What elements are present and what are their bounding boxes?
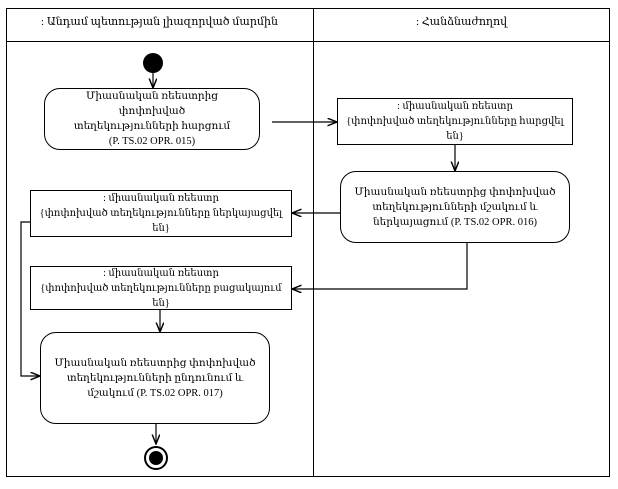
lane-title-commission: : Հանձնաժողով bbox=[415, 16, 508, 28]
lane-header-divider bbox=[6, 41, 610, 42]
initial-node bbox=[143, 53, 163, 73]
activity-node-opr-015[interactable]: Միասնական ռեեստրից փոփոխված տեղեկություն… bbox=[44, 88, 260, 150]
final-node bbox=[144, 446, 168, 470]
lane-title-member-state: : Անդամ պետության լիազորված մարմին bbox=[41, 16, 278, 28]
object-node-information-absent-label: : միասնական ռեեստր {փոփոխված տեղեկությու… bbox=[40, 267, 282, 309]
object-node-information-requested-label: : միասնական ռեեստր {փոփոխված տեղեկությու… bbox=[346, 101, 564, 142]
object-node-information-requested[interactable]: : միասնական ռեեստր {փոփոխված տեղեկությու… bbox=[337, 98, 573, 145]
activity-node-opr-017[interactable]: Միասնական ռեեստրից փոփոխված տեղեկություն… bbox=[40, 332, 270, 424]
object-node-information-presented[interactable]: : միասնական ռեեստր {փոփոխված տեղեկությու… bbox=[30, 190, 292, 237]
activity-node-opr-016-label: Միասնական ռեեստրից փոփոխված տեղեկություն… bbox=[354, 186, 556, 228]
object-node-information-absent[interactable]: : միասնական ռեեստր {փոփոխված տեղեկությու… bbox=[30, 266, 292, 310]
object-node-information-presented-label: : միասնական ռեեստր {փոփոխված տեղեկությու… bbox=[39, 193, 283, 234]
lane-vertical-divider bbox=[313, 8, 314, 477]
activity-node-opr-016[interactable]: Միասնական ռեեստրից փոփոխված տեղեկություն… bbox=[340, 171, 570, 243]
swimlane-frame bbox=[6, 8, 610, 477]
activity-node-opr-017-label: Միասնական ռեեստրից փոփոխված տեղեկություն… bbox=[54, 357, 256, 399]
activity-node-opr-015-label: Միասնական ռեեստրից փոփոխված տեղեկություն… bbox=[73, 91, 231, 147]
